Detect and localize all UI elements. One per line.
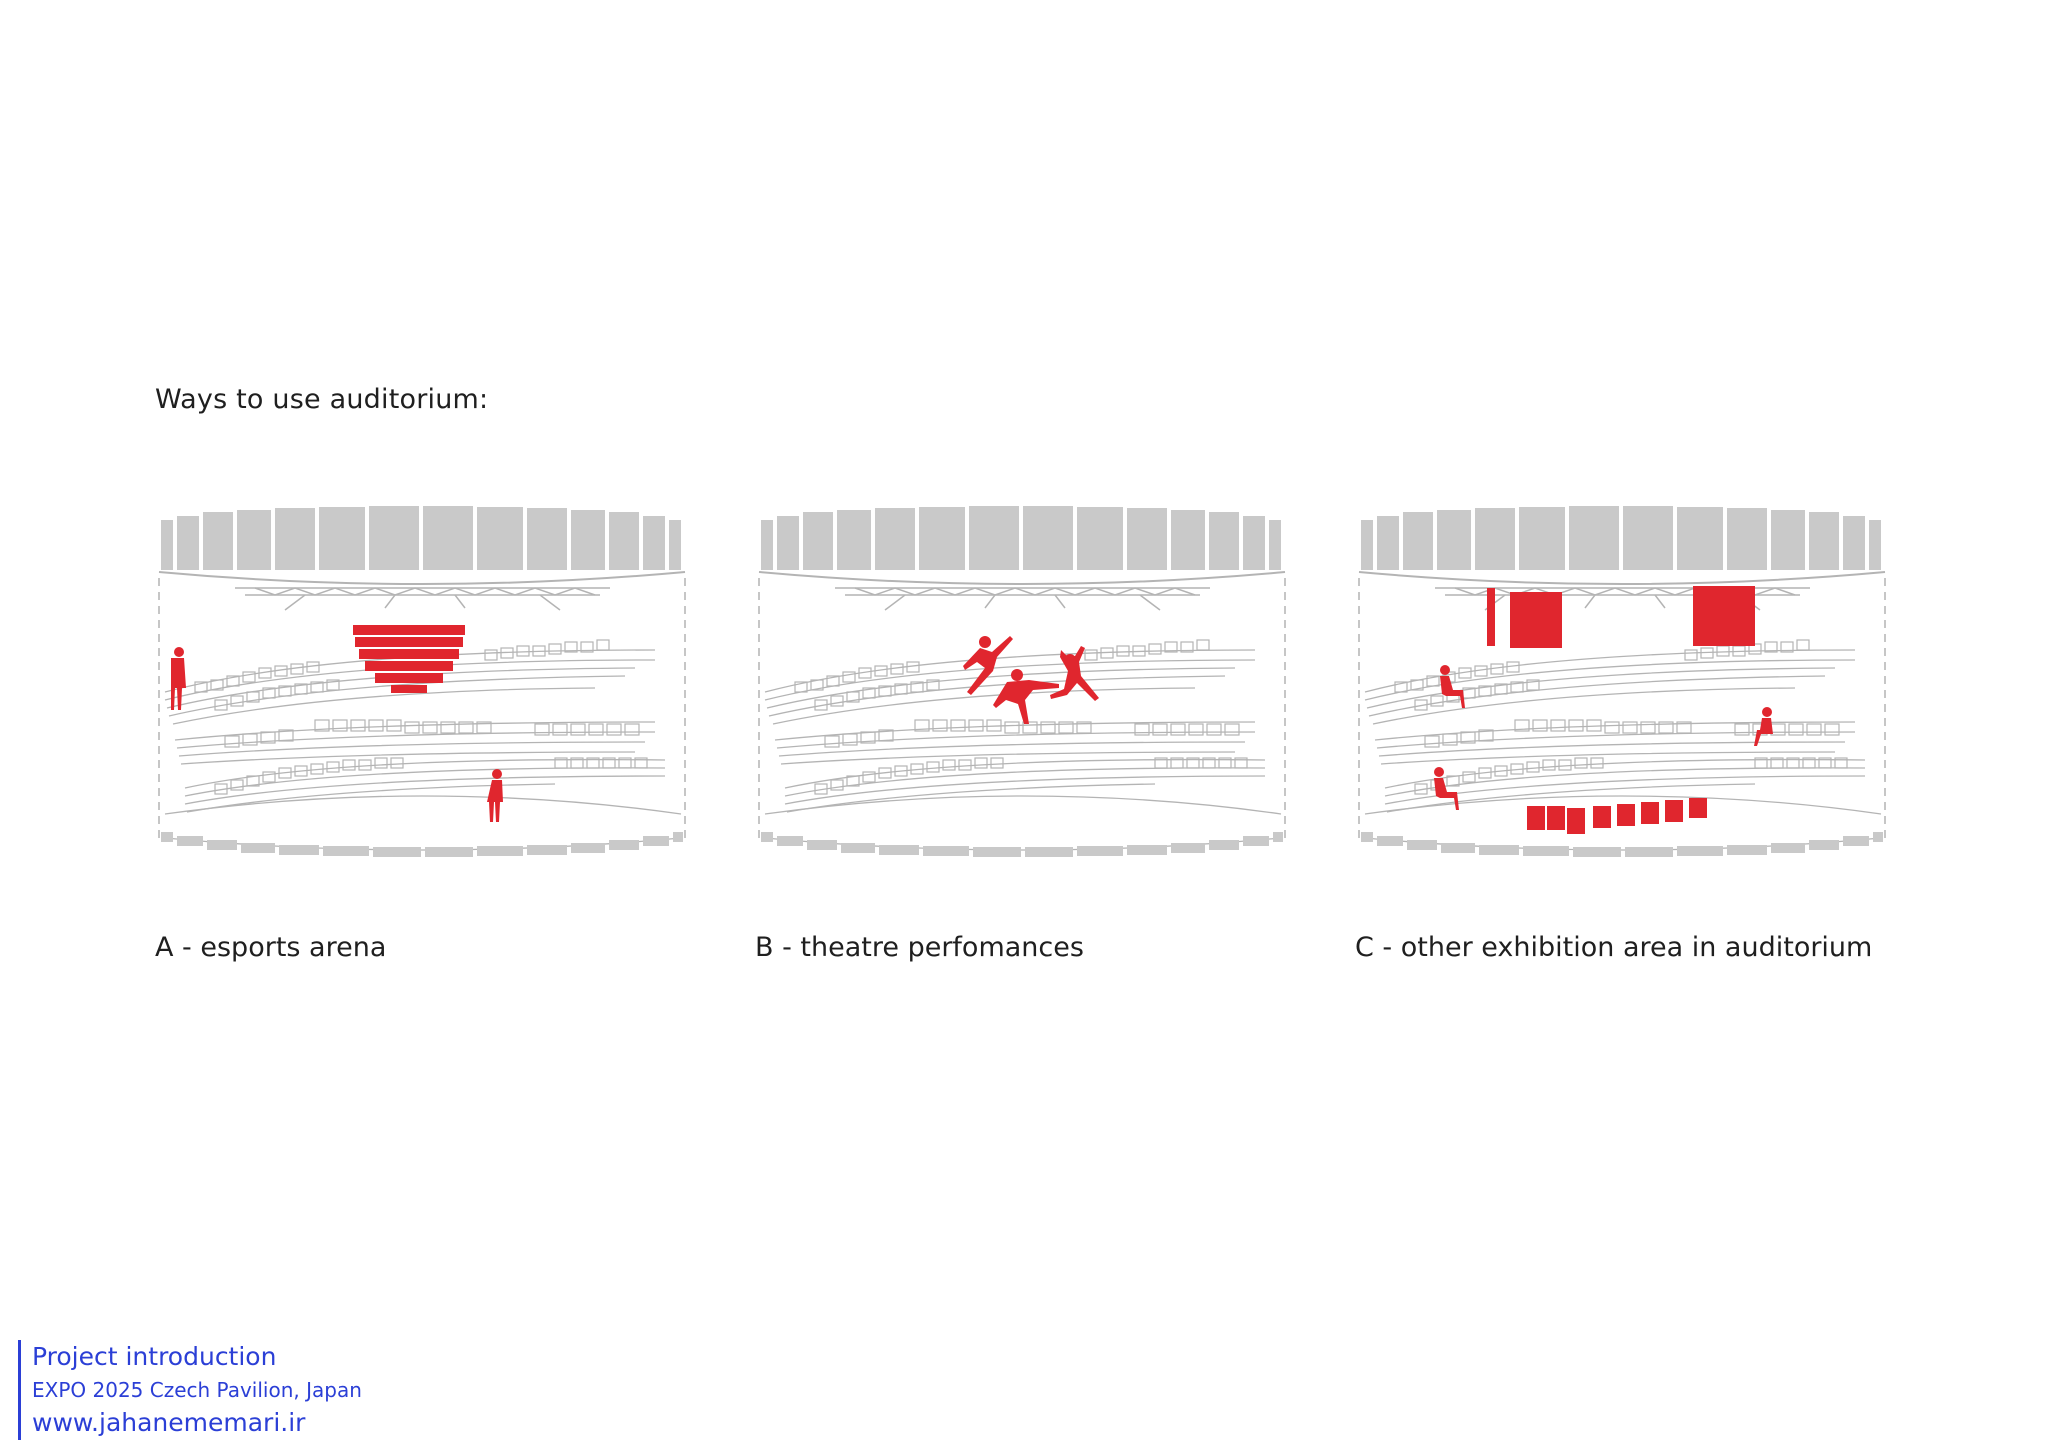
auditorium-diagram-c: [1358, 505, 1886, 858]
panel-esports-arena: [155, 500, 690, 870]
caption-b: B - theatre perfomances: [755, 932, 1084, 963]
caption-a: A - esports arena: [155, 932, 387, 963]
dancer-figure-1: [963, 636, 1013, 695]
esports-screen-cluster: [353, 625, 465, 693]
hanging-panel-right: [1693, 586, 1755, 646]
seated-person-2: [1754, 707, 1773, 746]
auditorium-diagram-a: [158, 505, 686, 858]
footer-title: Project introduction: [32, 1342, 277, 1371]
panel-theatre-performances: [755, 500, 1290, 870]
seated-person-1: [1440, 665, 1465, 708]
hanging-panel-left: [1487, 588, 1562, 648]
footer-url-link[interactable]: www.jahanememari.ir: [32, 1408, 306, 1437]
panel-exhibition-area: [1355, 500, 1890, 870]
caption-c: C - other exhibition area in auditorium: [1355, 932, 1873, 963]
auditorium-diagram-b: [758, 505, 1286, 858]
dancer-figure-3: [1050, 646, 1099, 701]
seated-person-3: [1434, 767, 1459, 810]
person-standing-left: [171, 647, 186, 710]
person-standing-stage: [487, 769, 503, 822]
diagram-heading: Ways to use auditorium:: [155, 384, 489, 415]
footer-block: Project introduction EXPO 2025 Czech Pav…: [18, 1340, 362, 1440]
dancer-figure-2: [993, 669, 1059, 724]
exhibition-display-row: [1527, 798, 1707, 834]
footer-subtitle: EXPO 2025 Czech Pavilion, Japan: [32, 1378, 362, 1402]
